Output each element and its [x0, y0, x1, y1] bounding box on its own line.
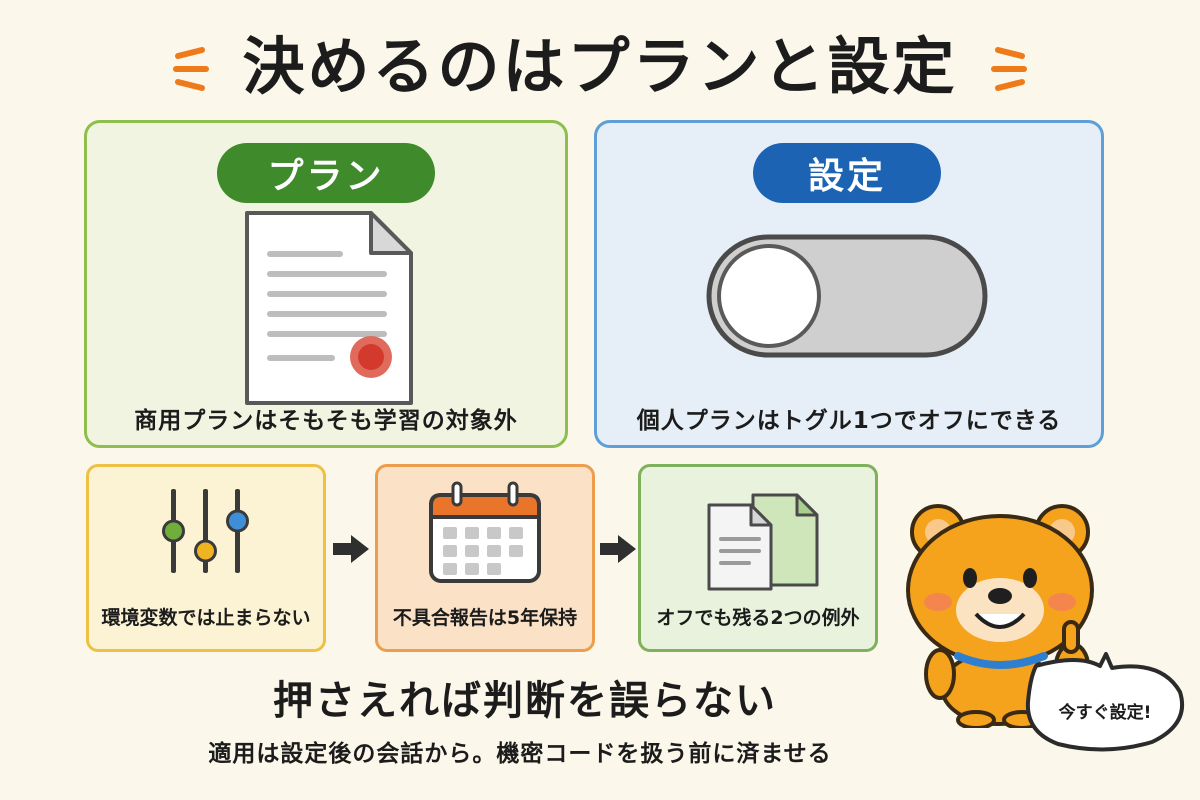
conclusion-heading: 押さえれば判断を誤らない [273, 678, 777, 724]
step-3-caption: オフでも残る2つの例外 [656, 607, 860, 629]
step-2-caption: 不具合報告は5年保持 [392, 607, 578, 629]
sliders-icon [162, 489, 249, 573]
document-with-seal-icon [245, 211, 413, 405]
toggle-switch-icon [706, 234, 988, 358]
step-bug-report-retention: 不具合報告は5年保持 [375, 464, 595, 652]
bear-mascot-icon [906, 504, 1094, 728]
title-row: 決めるのはプランと設定 [0, 22, 1200, 112]
plan-label-pill: プラン [217, 143, 435, 203]
right-spark-icon [990, 47, 1027, 91]
left-spark-icon [173, 47, 210, 91]
step-two-exceptions: オフでも残る2つの例外 [638, 464, 878, 652]
settings-label-pill: 設定 [753, 143, 941, 203]
application-note: 適用は設定後の会話から。機密コードを扱う前に済ませる [208, 741, 832, 767]
calendar-icon [429, 481, 541, 583]
arrow-right-icon [600, 535, 636, 563]
settings-panel: 設定 個人プランはトグル1つでオフにできる [594, 120, 1104, 448]
speech-bubble-icon [1025, 652, 1185, 752]
arrow-right-icon [333, 535, 369, 563]
settings-caption: 個人プランはトグル1つでオフにできる [636, 408, 1062, 434]
plan-panel: プラン 商用プランはそもそも学習の対象外 [84, 120, 568, 448]
plan-caption: 商用プランはそもそも学習の対象外 [134, 408, 518, 434]
step-1-caption: 環境変数では止まらない [101, 607, 311, 629]
step-environment-variables: 環境変数では止まらない [86, 464, 326, 652]
page-title: 決めるのはプランと設定 [242, 30, 958, 103]
mascot-speech-text: 今すぐ設定! [1058, 703, 1152, 723]
two-documents-icon [707, 493, 819, 591]
